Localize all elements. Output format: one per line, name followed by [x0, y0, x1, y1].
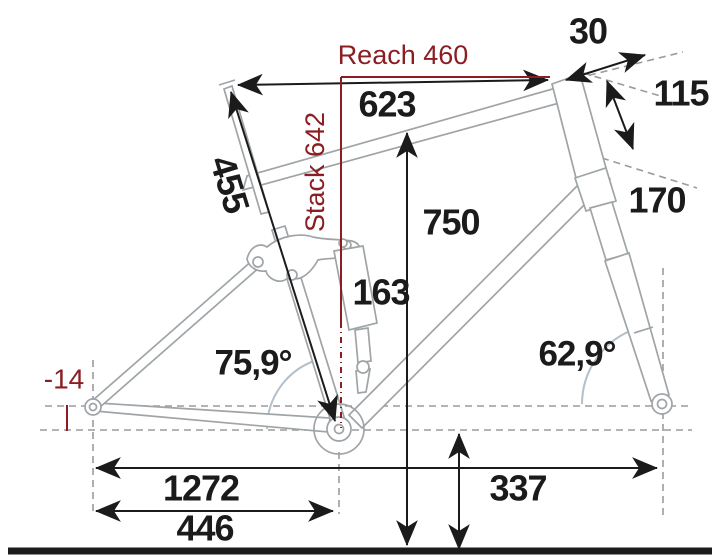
rocker-pivot-rear — [252, 256, 264, 268]
reach-stack-lines — [66, 76, 550, 431]
dim-line-seat-tube-455 — [228, 90, 338, 423]
fork-leg-seam — [633, 326, 654, 334]
front-axle — [656, 398, 668, 410]
spacer-30-label: 30 — [569, 11, 607, 52]
fork-170-label: 170 — [628, 180, 685, 221]
bb-outer-circle — [313, 403, 365, 455]
seat-angle-label: 75,9° — [214, 343, 291, 382]
fork-stanchion — [588, 200, 630, 262]
fork-lower-leg — [603, 251, 671, 403]
top-tube-623-label: 623 — [358, 84, 415, 125]
rear-travel-163-label: 163 — [352, 272, 409, 313]
construction-lines — [40, 51, 698, 519]
bb-drop-label: -14 — [44, 363, 84, 394]
reach-label: Reach 460 — [338, 40, 469, 70]
rear-axle — [88, 402, 98, 412]
wheelbase-1272-label: 1272 — [163, 468, 239, 509]
head-tube-115-label: 115 — [653, 73, 709, 114]
seatstay-tube — [90, 257, 263, 410]
chainstay-446-label: 446 — [176, 508, 233, 549]
frame-drawing — [84, 72, 673, 455]
dim-line-top-tube-623 — [236, 69, 550, 96]
shock-shaft — [354, 327, 372, 364]
shock-body — [333, 245, 378, 332]
head-tube — [550, 72, 608, 180]
standover-750-label: 750 — [422, 202, 479, 243]
head-tube-bottom-dashed-line — [601, 157, 698, 189]
head-angle-label: 62,9° — [538, 334, 615, 373]
chainstay-tube — [93, 402, 331, 433]
dim-line-head-tube-115 — [605, 79, 635, 151]
stack-label: Stack 642 — [300, 112, 330, 232]
bb-height-337-label: 337 — [489, 468, 546, 509]
dim-line-spacer-30 — [564, 52, 647, 83]
dimension-labels: Reach 460 Stack 642 -14 623 455 750 163 … — [44, 11, 711, 549]
shock-lower-eyelet — [356, 360, 370, 374]
fork-crown — [573, 166, 618, 213]
seatpost-cap — [218, 79, 236, 86]
bb-center — [333, 423, 345, 435]
head-angle-arc — [581, 327, 639, 405]
dimension-lines — [94, 52, 659, 551]
